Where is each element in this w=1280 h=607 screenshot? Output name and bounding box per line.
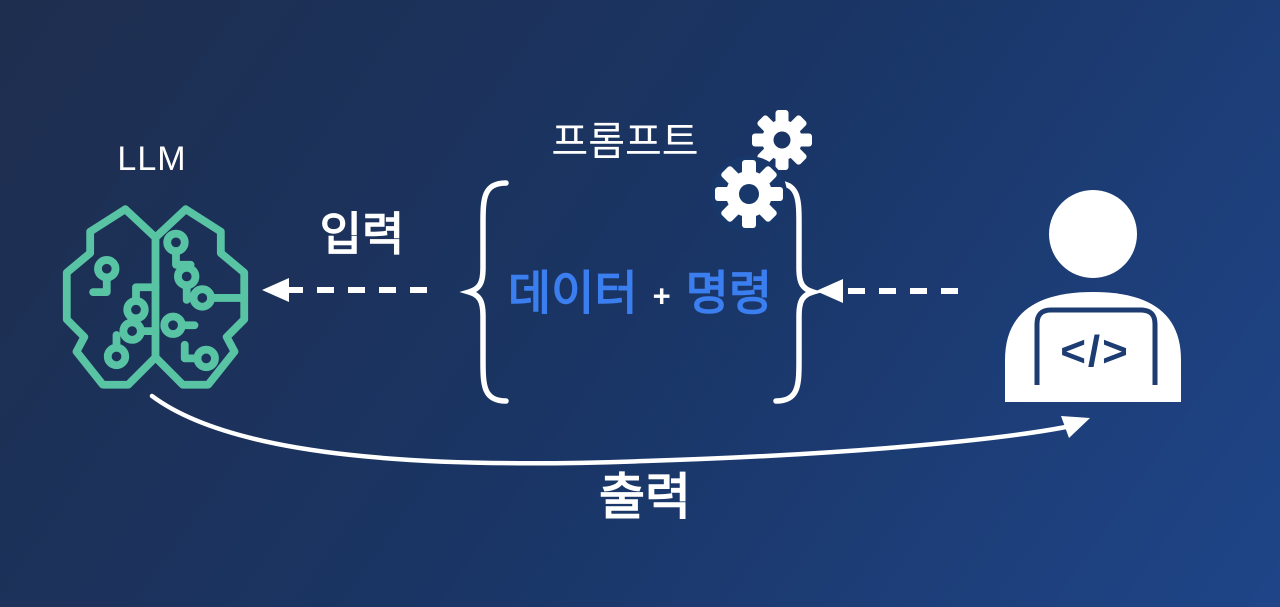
- data-word: 데이터: [507, 266, 638, 320]
- person-head: [1049, 190, 1137, 278]
- left-brace: [459, 180, 509, 404]
- gear-icon-top: [752, 110, 812, 170]
- right-brace: [773, 180, 823, 404]
- input-label: 입력: [319, 208, 405, 260]
- brain-circuit-icon: [62, 205, 249, 389]
- output-label: 출력: [599, 469, 691, 525]
- input-dashed-arrow: [262, 278, 427, 302]
- prompt-title: 프롬프트: [551, 120, 699, 164]
- laptop-code-glyph: </>: [1060, 327, 1130, 376]
- prompt-content: 데이터 + 명령: [508, 270, 772, 317]
- laptop-screen: [1034, 307, 1158, 391]
- command-word: 명령: [685, 266, 773, 320]
- output-curved-arrow: [149, 393, 1090, 466]
- laptop-base: [1013, 385, 1173, 400]
- input-arrowhead-icon: [262, 278, 289, 302]
- output-arrowhead-icon: [1061, 416, 1090, 438]
- person-laptop-icon: </>: [1005, 190, 1181, 402]
- prompt-arrowhead-icon: [816, 279, 843, 303]
- gears-group: [711, 110, 812, 232]
- plus-sign: +: [652, 278, 671, 314]
- llm-label: LLM: [117, 140, 187, 178]
- gear-icon-bottom: [711, 156, 787, 232]
- prompt-dashed-arrow: [816, 279, 966, 303]
